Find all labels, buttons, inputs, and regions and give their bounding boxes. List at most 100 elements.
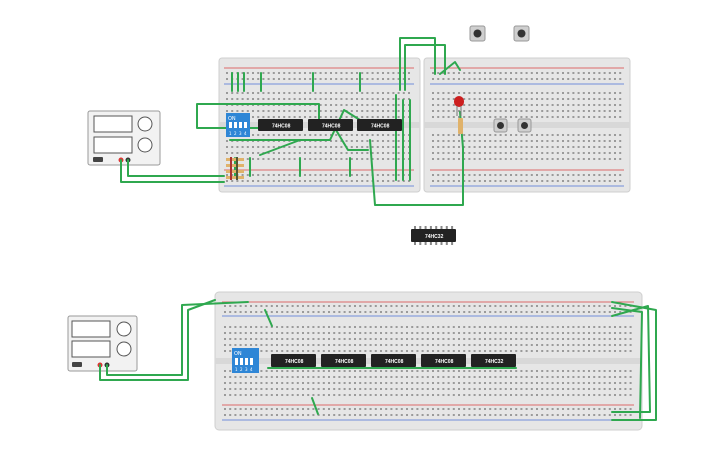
breadboard-hole[interactable] <box>272 180 275 182</box>
breadboard-hole[interactable] <box>452 180 455 182</box>
breadboard-hole[interactable] <box>406 388 408 390</box>
breadboard-hole[interactable] <box>588 394 590 396</box>
breadboard-hole[interactable] <box>260 382 263 384</box>
breadboard-hole[interactable] <box>598 370 601 372</box>
breadboard-hole[interactable] <box>603 98 606 100</box>
breadboard-hole[interactable] <box>432 180 434 182</box>
breadboard-hole[interactable] <box>392 92 395 94</box>
breadboard-hole[interactable] <box>250 311 252 313</box>
breadboard-hole[interactable] <box>356 98 358 100</box>
breadboard-hole[interactable] <box>364 370 367 372</box>
breadboard-hole[interactable] <box>314 152 317 154</box>
breadboard-hole[interactable] <box>333 344 336 346</box>
breadboard-hole[interactable] <box>343 370 346 372</box>
breadboard-hole[interactable] <box>619 305 622 307</box>
breadboard-hole[interactable] <box>504 116 507 118</box>
breadboard-hole[interactable] <box>608 370 611 372</box>
breadboard-hole[interactable] <box>411 382 414 384</box>
breadboard-hole[interactable] <box>241 92 244 94</box>
breadboard-hole[interactable] <box>442 72 445 74</box>
breadboard-hole[interactable] <box>588 350 590 352</box>
breadboard-hole[interactable] <box>624 338 627 340</box>
breadboard-hole[interactable] <box>546 382 549 384</box>
breadboard-hole[interactable] <box>390 376 393 378</box>
breadboard-hole[interactable] <box>387 146 390 148</box>
breadboard-hole[interactable] <box>257 152 260 154</box>
breadboard-hole[interactable] <box>588 326 590 328</box>
breadboard-hole[interactable] <box>291 311 294 313</box>
breadboard-hole[interactable] <box>406 370 408 372</box>
breadboard-hole[interactable] <box>338 338 341 340</box>
breadboard-hole[interactable] <box>437 388 440 390</box>
breadboard-hole[interactable] <box>525 152 528 154</box>
breadboard-hole[interactable] <box>252 72 254 74</box>
breadboard-hole[interactable] <box>551 344 554 346</box>
breadboard-hole[interactable] <box>387 92 390 94</box>
breadboard-hole[interactable] <box>382 146 384 148</box>
breadboard-hole[interactable] <box>484 326 486 328</box>
breadboard-hole[interactable] <box>257 72 260 74</box>
breadboard-hole[interactable] <box>369 376 372 378</box>
breadboard-hole[interactable] <box>296 376 299 378</box>
breadboard-hole[interactable] <box>262 116 265 118</box>
breadboard-hole[interactable] <box>489 394 492 396</box>
breadboard-hole[interactable] <box>343 326 346 328</box>
breadboard-hole[interactable] <box>572 388 575 390</box>
breadboard-hole[interactable] <box>252 146 254 148</box>
breadboard-hole[interactable] <box>288 134 291 136</box>
breadboard-hole[interactable] <box>489 78 492 80</box>
breadboard-hole[interactable] <box>484 408 486 410</box>
breadboard-hole[interactable] <box>387 78 390 80</box>
breadboard-hole[interactable] <box>588 414 590 416</box>
breadboard-hole[interactable] <box>598 98 601 100</box>
breadboard-hole[interactable] <box>272 110 275 112</box>
breadboard-hole[interactable] <box>603 388 606 390</box>
breadboard-hole[interactable] <box>619 158 622 160</box>
breadboard-hole[interactable] <box>348 370 351 372</box>
breadboard-hole[interactable] <box>421 350 424 352</box>
breadboard-hole[interactable] <box>348 408 351 410</box>
breadboard-hole[interactable] <box>593 98 596 100</box>
breadboard-hole[interactable] <box>442 110 445 112</box>
breadboard-hole[interactable] <box>499 350 502 352</box>
breadboard-hole[interactable] <box>504 414 507 416</box>
breadboard-hole[interactable] <box>536 158 538 160</box>
breadboard-hole[interactable] <box>265 326 268 328</box>
breadboard-hole[interactable] <box>276 370 278 372</box>
breadboard-hole[interactable] <box>582 116 585 118</box>
breadboard-hole[interactable] <box>390 338 393 340</box>
breadboard-hole[interactable] <box>390 344 393 346</box>
breadboard-hole[interactable] <box>562 326 564 328</box>
breadboard-hole[interactable] <box>406 338 408 340</box>
breadboard-hole[interactable] <box>437 72 440 74</box>
breadboard-hole[interactable] <box>572 350 575 352</box>
breadboard-hole[interactable] <box>452 116 455 118</box>
breadboard-hole[interactable] <box>510 72 512 74</box>
breadboard-hole[interactable] <box>236 98 239 100</box>
breadboard-hole[interactable] <box>614 344 616 346</box>
breadboard-hole[interactable] <box>452 414 455 416</box>
breadboard-hole[interactable] <box>250 326 252 328</box>
breadboard-hole[interactable] <box>530 305 533 307</box>
breadboard-hole[interactable] <box>244 332 247 334</box>
breadboard-hole[interactable] <box>432 376 434 378</box>
breadboard-hole[interactable] <box>478 408 481 410</box>
breadboard-hole[interactable] <box>473 116 476 118</box>
breadboard-hole[interactable] <box>387 174 390 176</box>
breadboard-hole[interactable] <box>442 388 445 390</box>
breadboard-hole[interactable] <box>572 158 575 160</box>
breadboard-hole[interactable] <box>312 311 315 313</box>
breadboard-hole[interactable] <box>510 388 512 390</box>
breadboard-hole[interactable] <box>562 388 564 390</box>
breadboard-hole[interactable] <box>348 344 351 346</box>
breadboard-hole[interactable] <box>291 376 294 378</box>
breadboard-hole[interactable] <box>541 104 544 106</box>
breadboard-hole[interactable] <box>530 140 533 142</box>
breadboard-hole[interactable] <box>582 408 585 410</box>
power-supply-bottom[interactable] <box>67 315 138 372</box>
breadboard-hole[interactable] <box>619 104 622 106</box>
breadboard-hole[interactable] <box>619 134 622 136</box>
breadboard-hole[interactable] <box>335 104 338 106</box>
breadboard-hole[interactable] <box>478 72 481 74</box>
breadboard-hole[interactable] <box>473 414 476 416</box>
